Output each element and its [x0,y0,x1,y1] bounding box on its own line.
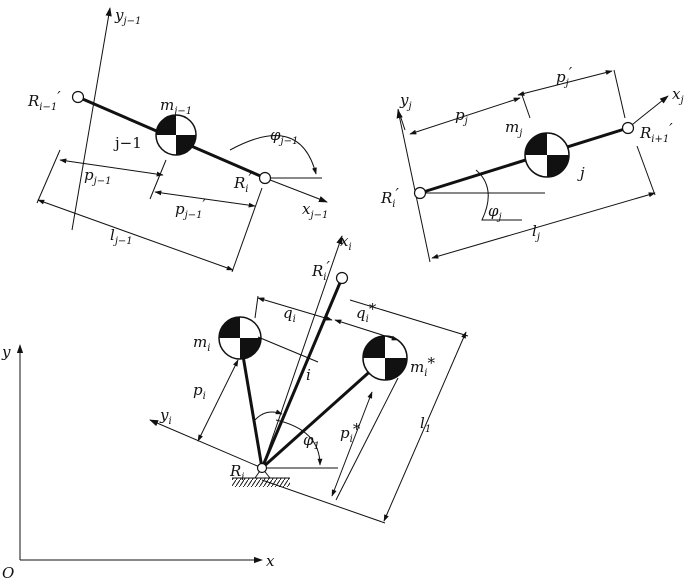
ext-line-d [397,108,406,131]
link-j: yj xj φj Ri′ Ri+1′ mj j pj pj′ [380,64,684,263]
ext-line-j [349,299,469,337]
joint-r-i-prime-right-label: Ri′ [380,185,400,210]
link-i-small-arc [254,409,283,421]
dim-l-j-minus-1-label: lj−1 [110,226,133,247]
link-j-bar [418,126,630,195]
dim-q-i-star-label: qi* [356,300,377,325]
link-j-x-axis [627,95,669,129]
joint-r-i-prime-left [258,171,272,185]
mass-m-i-icon [218,316,262,360]
ext-line-i [254,295,259,319]
joint-r-i-plus-1 [621,121,635,135]
link-j-y-label: yj [399,91,412,112]
link-i-name: i [306,366,311,384]
dim-p-j-minus-1-label: pj−1 [84,166,111,187]
dim-p-prime-j-minus-1 [154,190,256,208]
link-i-arm-m-i [238,336,264,470]
ext-line-c [231,187,263,273]
joint-r-i-base-label: Ri [229,462,245,483]
dim-l-j [431,192,656,259]
joint-r-i-base [256,462,268,474]
dim-l-1-label: l1 [420,414,431,435]
link-j-minus-1-x-axis [264,177,328,203]
link-j-minus-1-name: j−1 [113,134,142,152]
mass-m-j-icon [524,132,570,178]
link-i-angle-arc [275,419,323,466]
joint-r-i-plus-1-label: Ri+1′ [639,120,673,145]
link-j-minus-1: yj−1 xj−1 φj−1 Ri−1′ Ri′ mj−1 j−1 pj−1 p… [27,6,328,273]
ext-line-h [257,336,319,363]
dim-p-i-label: pi [193,381,206,402]
mass-m-j-minus-1-label: mj−1 [160,96,192,117]
global-frame: y x O [1,343,275,580]
link-i-bar [260,276,344,470]
dim-p-i [197,359,239,442]
ext-line-g [636,145,656,196]
joint-r-i-minus-1-label: Ri−1′ [27,88,61,113]
link-j-minus-1-x-label: xj−1 [302,200,328,221]
joint-r-i-prime-right [413,186,427,200]
dim-p-prime-j [517,70,613,96]
dim-p-j-label: pj [455,106,468,127]
link-j-minus-1-angle-label: φj−1 [270,126,298,147]
global-origin-label: O [2,564,14,580]
link-i-arm-m-i-star [260,356,387,470]
ext-line-a [36,149,61,204]
mass-m-j-minus-1-icon [155,114,197,156]
link-j-name: j [577,164,585,182]
mass-m-j-label: mj [505,118,522,139]
link-i-x-axis [261,235,343,469]
ext-line-f [613,69,626,119]
dim-l-1 [383,331,467,522]
joint-r-i-prime-top-label: Ri′ [311,258,331,283]
joint-r-i-prime-left-label: Ri′ [233,170,253,195]
dim-l-j-label: lj [532,222,540,243]
mass-m-i-star-label: mi* [410,354,435,379]
dim-q-i [257,297,333,321]
mass-m-i-star-icon [362,335,408,381]
link-j-minus-1-y-label: yj−1 [114,6,141,27]
dim-p-prime-j-label: pj′ [556,64,573,89]
dim-q-i-label: qi [283,304,296,325]
link-i-angle-label: φ1 [303,431,320,452]
mass-m-i-label: mi [193,333,210,354]
link-i-y-axis [149,419,263,469]
dim-p-i-star [331,391,373,497]
dim-l-j-minus-1 [37,199,234,271]
link-j-minus-1-y-axis [71,7,112,231]
dim-p-j-minus-1 [59,158,164,177]
link-j-y-axis [396,109,431,263]
link-j-x-label: xj [672,85,684,106]
ext-line-e [521,94,531,119]
joint-r-i-prime-top [335,271,349,285]
link-i-x-label: xi [340,232,352,253]
global-x-label: x [266,552,275,570]
dim-p-i-star-label: pi* [340,420,361,445]
dim-p-prime-j-minus-1-label: pj−1′ [175,196,206,221]
link-i: xi yi φ1 Ri Ri′ mi [149,232,469,524]
link-j-minus-1-angle-arc [229,135,317,175]
joint-r-i-minus-1 [71,90,85,104]
link-i-y-label: yi [159,406,172,427]
ext-line-l [261,479,386,524]
dim-p-j [409,97,521,135]
global-y-label: y [1,343,11,361]
link-j-angle-label: φj [488,202,502,223]
